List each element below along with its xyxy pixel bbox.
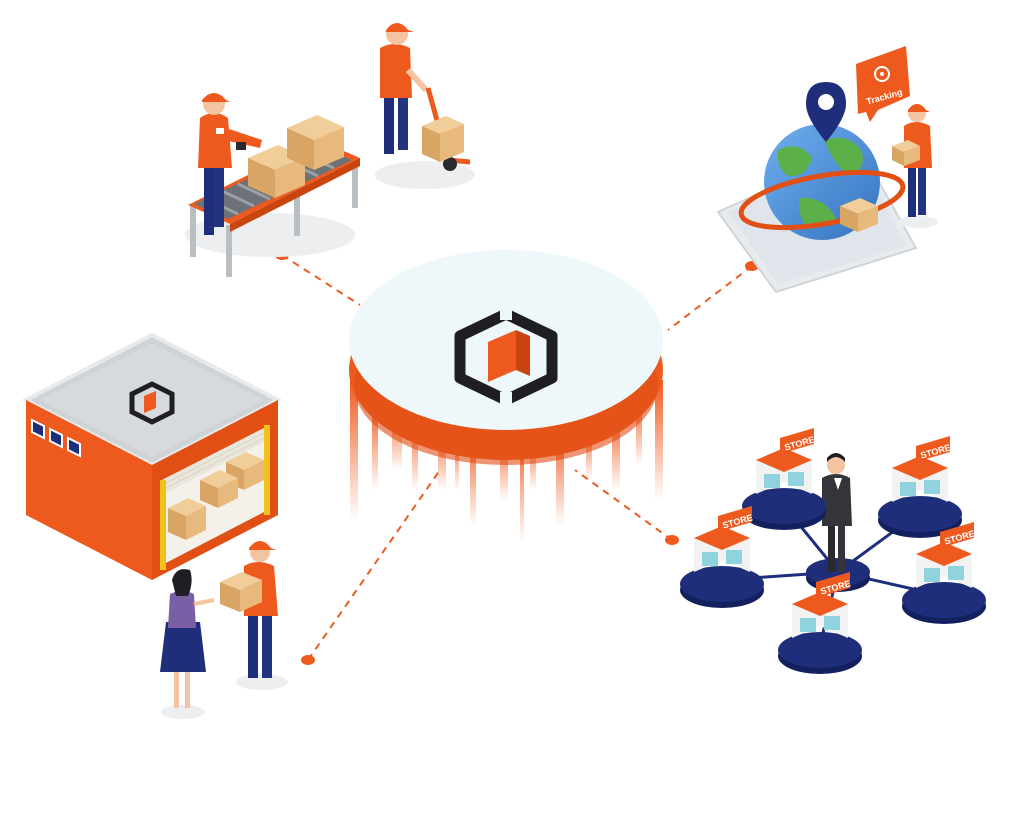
customer-woman [160,569,215,719]
tracking-badge: Tracking [856,46,910,122]
warehouse-boxes [168,452,264,540]
conveyor-boxes [248,115,344,198]
orbit-ring [738,169,906,231]
location-pin-icon [806,82,846,142]
warehouse-windows [31,418,81,458]
store-2: STORE [878,436,962,538]
connector-top-left [281,254,361,306]
businessman [822,453,852,572]
warehouse-delivery-scene [21,332,288,719]
store-5: STORE [778,572,862,674]
warehouse-logo [129,381,175,425]
courier-worker [892,104,938,228]
logistics-cube-logo [454,306,558,406]
parcel-tracking-scene: Tracking [716,46,938,294]
connector-bottom-right [574,469,673,541]
central-hub [349,250,663,542]
store-3: STORE [680,506,764,608]
store-4: STORE [902,522,986,624]
worker-scanning [198,93,262,235]
store-network-scene: STORE STORE STORE [680,428,986,674]
connector-top-right [667,265,753,331]
store-1: STORE [742,428,826,530]
connector-lines [281,254,753,661]
worker-hand-truck [375,23,475,189]
target-icon [874,66,890,82]
sorting-conveyor-scene [185,23,475,277]
delivery-worker [220,541,288,690]
connector-bottom-left [307,469,441,661]
